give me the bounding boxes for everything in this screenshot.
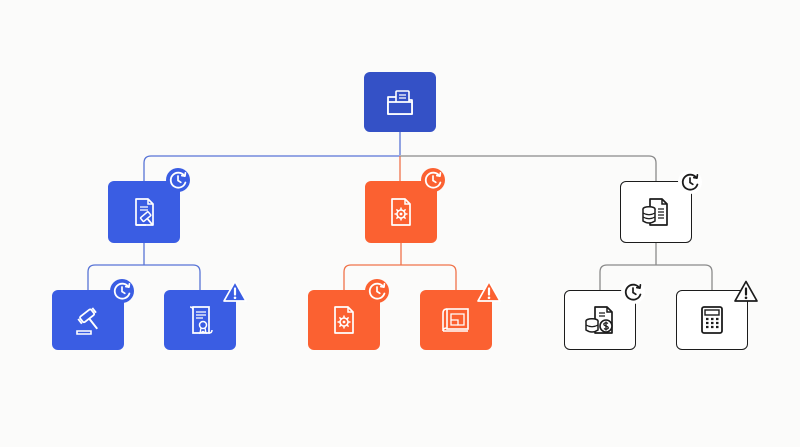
- clock-refresh-icon: [421, 168, 445, 192]
- root-to-financial-line: [400, 155, 657, 181]
- invoice-coins-node[interactable]: [564, 290, 636, 350]
- legal-children-line: [87, 264, 201, 290]
- invoice-coins-clock-badge: [620, 279, 646, 305]
- clock-refresh-icon: [166, 168, 190, 192]
- document-gavel-icon: [135, 198, 154, 226]
- gear-document-clock-badge: [364, 278, 390, 304]
- financial-children-line: [599, 264, 713, 290]
- warning-icon: [477, 280, 501, 302]
- root-to-legal-line: [143, 155, 400, 181]
- clock-refresh-icon: [110, 279, 134, 303]
- legal-document-clock-badge: [165, 167, 191, 193]
- blueprint-warning-badge: [476, 279, 502, 305]
- folder-document-icon: [387, 90, 413, 115]
- document-gear-icon: [391, 198, 411, 226]
- warning-icon: [223, 280, 247, 302]
- gavel-clock-badge: [109, 278, 135, 304]
- legal-document-node[interactable]: [108, 181, 180, 243]
- document-coins-icon: [642, 198, 668, 226]
- clock-refresh-icon: [365, 279, 389, 303]
- financial-document-node[interactable]: [620, 181, 692, 243]
- calculator-icon: [701, 306, 723, 334]
- gavel-icon: [76, 307, 99, 335]
- warning-icon: [734, 280, 758, 302]
- blueprint-icon: [442, 308, 469, 332]
- certificate-scroll-icon: [189, 306, 213, 335]
- clock-refresh-icon: [678, 170, 702, 194]
- technical-children-line: [343, 264, 457, 290]
- calculator-warning-badge: [733, 279, 759, 305]
- technical-document-node[interactable]: [365, 181, 437, 243]
- document-gear-icon: [334, 306, 354, 334]
- gear-document-node[interactable]: [308, 290, 380, 350]
- gavel-node[interactable]: [52, 290, 124, 350]
- technical-document-clock-badge: [420, 167, 446, 193]
- clock-refresh-icon: [621, 280, 645, 304]
- root-folder-node[interactable]: [364, 72, 436, 132]
- document-dollar-coins-icon: [585, 306, 613, 334]
- financial-document-clock-badge: [677, 169, 703, 195]
- certificate-warning-badge: [222, 279, 248, 305]
